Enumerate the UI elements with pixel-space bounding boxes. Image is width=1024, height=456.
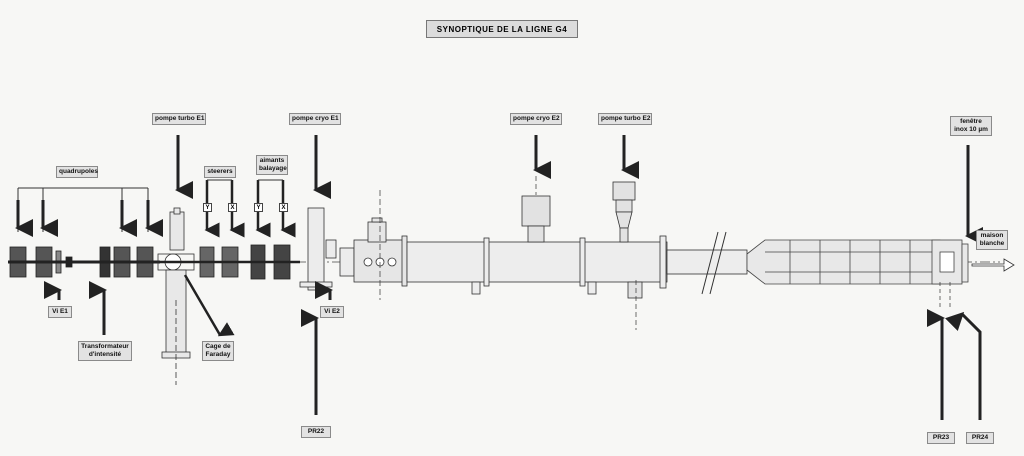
diagram-title: SYNOPTIQUE DE LA LIGNE G4 xyxy=(426,20,578,38)
label-pr23: PR23 xyxy=(927,432,955,444)
cryo-e1-column xyxy=(299,207,355,291)
target-chamber xyxy=(353,217,408,287)
steerer-y-marker: Y xyxy=(203,203,212,212)
label-pompe-turbo-e2: pompe turbo E2 xyxy=(598,113,652,125)
label-cage-faraday: Cage de Faraday xyxy=(202,341,234,361)
label-steerers: steerers xyxy=(204,166,236,178)
label-maison-blanche: maison blanche xyxy=(976,230,1008,250)
label-transformateur: Transformateur d'intensité xyxy=(78,341,132,361)
label-pr24: PR24 xyxy=(966,432,994,444)
scan-y-marker: Y xyxy=(254,203,263,212)
quadrupoles-bracket xyxy=(17,187,149,232)
scan-x-marker: X xyxy=(279,203,288,212)
label-aimants-balayage: aimants balayage xyxy=(256,155,288,175)
cryo-e2-pump xyxy=(521,195,551,243)
beam-tube-main xyxy=(406,235,668,295)
label-vi-e2: Vi E2 xyxy=(320,306,344,318)
turbo-e2-pump xyxy=(612,181,643,299)
label-fenetre: fenêtre inox 10 µm xyxy=(950,116,992,136)
label-pompe-turbo-e1: pompe turbo E1 xyxy=(152,113,206,125)
faraday-cross xyxy=(157,207,195,385)
label-quadrupoles: quadrupoles xyxy=(56,166,98,178)
label-vi-e1: Vi E1 xyxy=(48,306,72,318)
label-pr22: PR22 xyxy=(301,426,331,438)
end-cylinder xyxy=(746,239,969,285)
label-pompe-cryo-e1: pompe cryo E1 xyxy=(289,113,341,125)
steerer-x-marker: X xyxy=(228,203,237,212)
label-pompe-cryo-e2: pompe cryo E2 xyxy=(510,113,562,125)
